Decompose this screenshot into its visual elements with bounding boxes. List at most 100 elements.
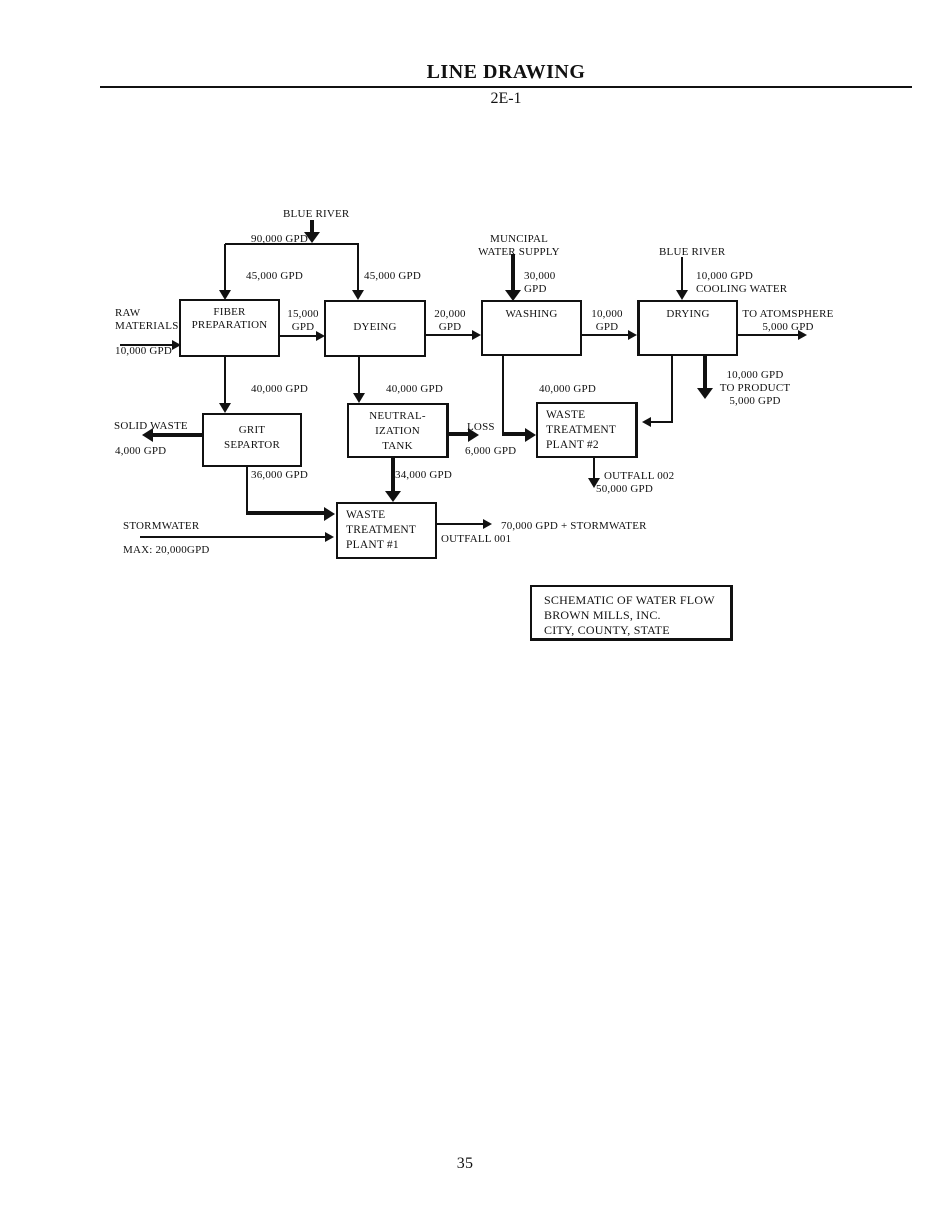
label-50000-gpd: 50,000 GPD xyxy=(596,483,654,495)
box-label: IZATION xyxy=(375,425,420,437)
box-fiber-preparation: FIBER PREPARATION xyxy=(179,299,280,357)
label-solid-waste: SOLID WASTE xyxy=(114,420,188,432)
box-label: PLANT #2 xyxy=(546,439,599,451)
box-drying: DRYING xyxy=(637,300,738,356)
line-stormwater-to-wtp1 xyxy=(140,536,326,538)
page-number: 35 xyxy=(456,1155,474,1172)
box-dyeing: DYEING xyxy=(324,300,426,357)
line-wtp2-to-outfall-002 xyxy=(593,458,595,479)
line-washing-down xyxy=(502,356,504,434)
line-grit-to-wtp1 xyxy=(246,511,325,515)
label-34000-gpd: 34,000 GPD xyxy=(395,469,453,481)
line-tank-loss xyxy=(449,432,469,436)
label-10000-gpd-raw: 10,000 GPD xyxy=(115,345,173,357)
box-label: PREPARATION xyxy=(191,319,268,331)
label-40000-gpd-tank: 40,000 GPD xyxy=(386,383,444,395)
line-dyeing-to-tank xyxy=(358,357,360,394)
label-blue-river-top: BLUE RIVER xyxy=(283,208,350,220)
line-blue-river-inlet xyxy=(310,220,314,234)
box-label: WASHING xyxy=(505,308,558,320)
box-label: GRIT xyxy=(238,424,266,436)
arrowhead-right-icon xyxy=(316,331,325,341)
label-45000-gpd-right: 45,000 GPD xyxy=(364,270,422,282)
arrowhead-down-icon xyxy=(352,290,364,300)
arrowhead-left-icon xyxy=(142,428,153,442)
arrowhead-down-icon xyxy=(219,290,231,300)
arrowhead-right-icon xyxy=(325,532,334,542)
line-drying-down xyxy=(671,356,673,423)
diagram-title-block: SCHEMATIC OF WATER FLOW BROWN MILLS, INC… xyxy=(530,585,733,641)
line-river-to-drying xyxy=(681,257,683,291)
arrowhead-right-icon xyxy=(468,428,479,442)
line-dyeing-to-washing xyxy=(426,334,473,336)
line-river-to-fiber xyxy=(224,244,226,291)
line-raw-materials xyxy=(120,344,173,346)
title-block-line: SCHEMATIC OF WATER FLOW xyxy=(544,593,715,607)
box-waste-treatment-plant-2: WASTE TREATMENT PLANT #2 xyxy=(536,402,638,458)
line-drying-to-product xyxy=(703,356,707,389)
box-neutralization-tank: NEUTRAL- IZATION TANK xyxy=(347,403,449,458)
figure-number: 2E-1 xyxy=(490,90,522,107)
line-drying-to-atmosphere xyxy=(738,334,799,336)
box-label: WASTE xyxy=(546,409,586,421)
box-label: NEUTRAL- xyxy=(369,410,426,422)
label-40000-gpd-grit: 40,000 GPD xyxy=(251,383,309,395)
label-outfall-001-flow: 70,000 GPD + STORMWATER xyxy=(501,520,647,532)
arrowhead-right-icon xyxy=(483,519,492,529)
arrowhead-down-icon xyxy=(385,491,401,502)
arrowhead-down-icon xyxy=(304,232,320,243)
line-tank-to-wtp1 xyxy=(391,458,395,492)
line-grit-solid-waste xyxy=(153,433,202,437)
label-6000-gpd: 6,000 GPD xyxy=(465,445,517,457)
label-outfall-002: OUTFALL 002 xyxy=(604,470,675,482)
line-wtp1-to-outfall-001 xyxy=(437,523,484,525)
arrowhead-down-icon xyxy=(353,393,365,403)
arrowhead-down-icon xyxy=(676,290,688,300)
label-blue-river-right: BLUE RIVER xyxy=(659,246,726,258)
label-outfall-001: OUTFALL 001 xyxy=(441,533,512,545)
box-label: TREATMENT xyxy=(546,424,617,436)
line-drying-to-wtp2 xyxy=(651,421,672,423)
line-river-header xyxy=(225,243,359,245)
box-grit-separator: GRIT SEPARTOR xyxy=(202,413,302,467)
arrowhead-right-icon xyxy=(172,340,181,350)
arrowhead-right-icon xyxy=(472,330,481,340)
line-grit-down xyxy=(246,467,248,513)
line-washing-to-drying xyxy=(582,334,629,336)
arrowhead-down-icon xyxy=(219,403,231,413)
box-label: WASTE xyxy=(346,509,386,521)
label-45000-gpd-left: 45,000 GPD xyxy=(246,270,304,282)
box-label: TREATMENT xyxy=(346,524,417,536)
label-40000-gpd-wtp2: 40,000 GPD xyxy=(539,383,597,395)
title-block-line: CITY, COUNTY, STATE xyxy=(544,623,670,637)
arrowhead-left-icon xyxy=(642,417,651,427)
box-label: TANK xyxy=(382,440,413,452)
page-title: LINE DRAWING xyxy=(426,61,586,83)
arrowhead-right-icon xyxy=(628,330,637,340)
line-fiber-to-grit xyxy=(224,357,226,404)
box-washing: WASHING xyxy=(481,300,582,356)
line-river-to-dyeing xyxy=(357,244,359,291)
line-fiber-to-dyeing xyxy=(280,335,317,337)
label-4000-gpd: 4,000 GPD xyxy=(115,445,167,457)
header-rule xyxy=(100,86,912,88)
arrowhead-down-icon xyxy=(505,290,521,301)
label-stormwater-max: MAX: 20,000GPD xyxy=(123,544,210,556)
box-label: FIBER xyxy=(213,306,246,318)
arrowhead-right-icon xyxy=(324,507,335,521)
title-block-line: BROWN MILLS, INC. xyxy=(544,608,661,622)
arrowhead-down-icon xyxy=(588,478,600,488)
label-36000-gpd: 36,000 GPD xyxy=(251,469,309,481)
box-label: PLANT #1 xyxy=(346,539,399,551)
label-90000-gpd: 90,000 GPD xyxy=(251,233,309,245)
